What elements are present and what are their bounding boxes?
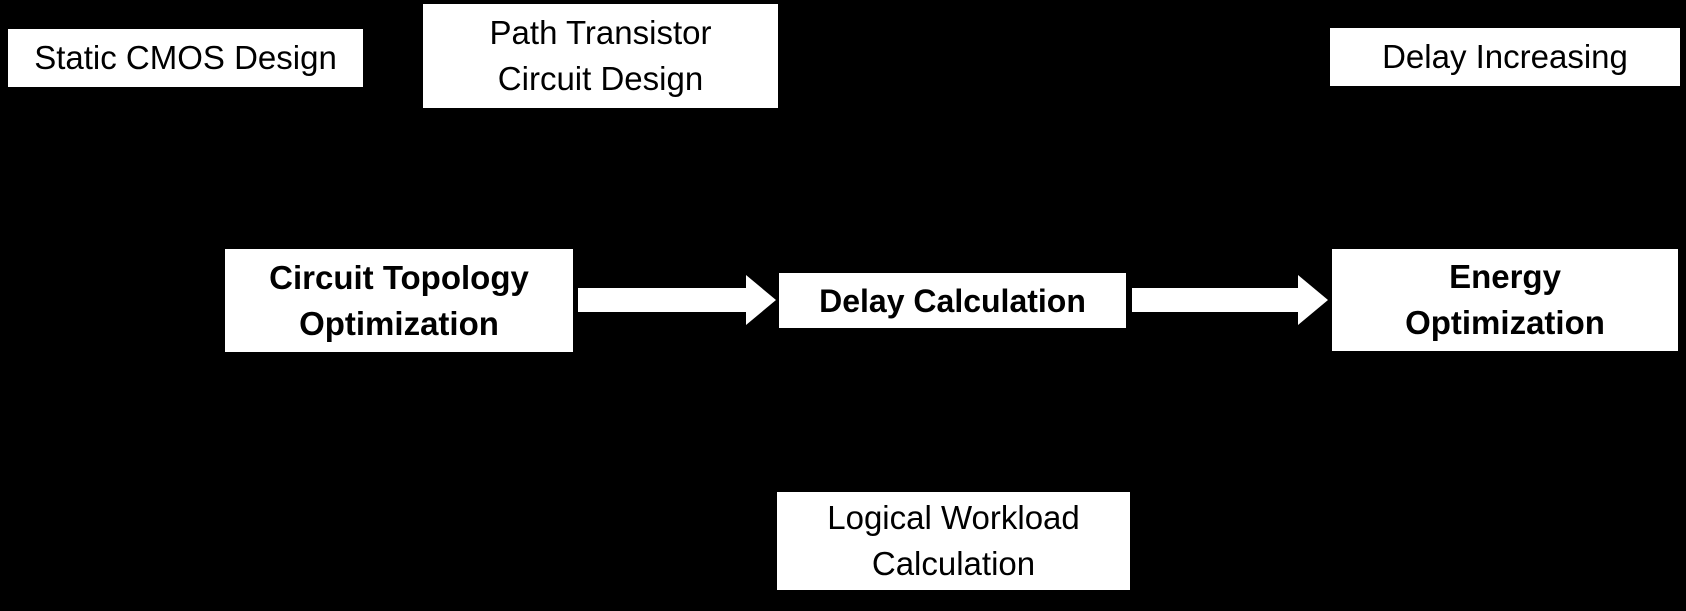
node-static-cmos-design: Static CMOS Design	[8, 29, 363, 87]
node-circuit-topology-optimization: Circuit Topology Optimization	[225, 249, 573, 352]
node-label: Optimization	[299, 304, 499, 342]
node-label: Circuit Topology	[269, 258, 529, 296]
node-label: Circuit Design	[497, 60, 704, 97]
node-label: Optimization	[1405, 304, 1605, 341]
node-label: Energy	[1449, 258, 1561, 295]
node-delay-increasing: Delay Increasing	[1330, 28, 1680, 86]
node-label: Delay Increasing	[1382, 38, 1628, 75]
right-arrow-icon	[578, 275, 776, 325]
node-label: Static CMOS Design	[34, 39, 337, 76]
node-label: Path Transistor	[489, 14, 712, 51]
node-energy-optimization: Energy Optimization	[1332, 249, 1678, 351]
node-label: Delay Calculation	[819, 282, 1086, 319]
node-logical-workload-calculation: Logical Workload Calculation	[777, 492, 1130, 590]
node-path-transistor-circuit-design: Path Transistor Circuit Design	[423, 4, 778, 108]
node-label: Logical Workload	[827, 499, 1080, 536]
node-label: Calculation	[871, 545, 1036, 582]
node-delay-calculation: Delay Calculation	[779, 273, 1126, 328]
right-arrow-icon	[1132, 275, 1328, 325]
